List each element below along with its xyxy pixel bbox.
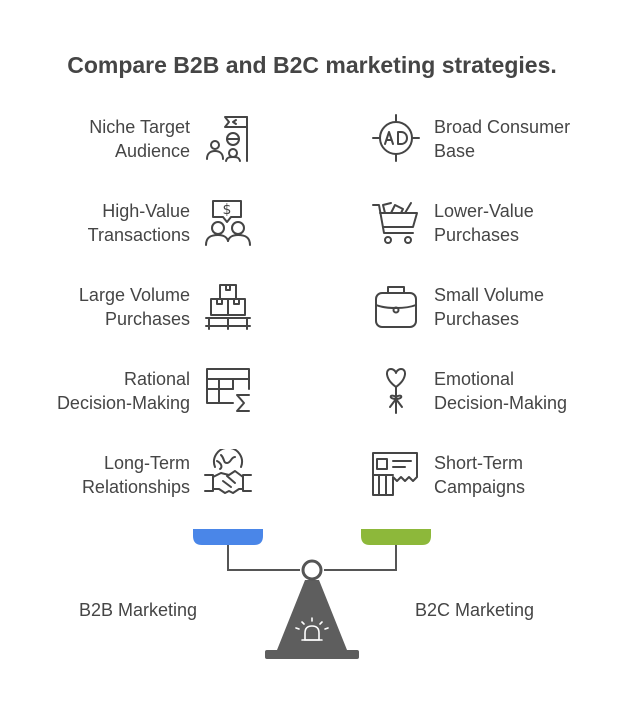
page-title: Compare B2B and B2C marketing strategies…: [67, 52, 557, 78]
b2c-item-lower-value: Lower-Value Purchases: [434, 201, 534, 245]
svg-text:$: $: [223, 202, 232, 218]
heart-balloon-icon: [371, 365, 421, 415]
spreadsheet-sum-icon: [203, 365, 253, 415]
alert-light-icon: [295, 617, 329, 641]
scale-stand: [277, 580, 347, 650]
pallet-boxes-icon: [203, 281, 253, 331]
b2c-item-broad-consumer: Broad Consumer Base: [434, 117, 571, 161]
shopping-cart-icon: [371, 197, 421, 247]
b2c-marketing-label: B2C Marketing: [415, 600, 535, 620]
b2b-item-high-value: High-Value Transactions: [87, 201, 190, 245]
b2b-marketing-label: B2B Marketing: [79, 600, 198, 620]
handbag-icon: [371, 281, 421, 331]
b2c-item-small-volume: Small Volume Purchases: [434, 285, 545, 329]
b2b-item-long-term: Long-Term Relationships: [81, 453, 190, 497]
b2c-scale-pan: [361, 529, 431, 545]
scale-base: [265, 650, 359, 659]
ad-badge-icon: [371, 113, 421, 163]
b2c-item-short-term: Short-Term Campaigns: [434, 453, 526, 497]
b2b-item-niche-target: Niche Target Audience: [89, 117, 190, 161]
receipt-campaign-icon: [371, 449, 421, 499]
b2b-scale-pan: [193, 529, 263, 545]
money-transaction-icon: $: [203, 197, 253, 247]
scale-pivot: [301, 559, 323, 581]
b2b-item-rational: Rational Decision-Making: [56, 369, 190, 413]
b2b-item-large-volume: Large Volume Purchases: [78, 285, 190, 329]
b2c-item-emotional: Emotional Decision-Making: [434, 369, 568, 413]
target-audience-icon: [203, 113, 253, 163]
globe-handshake-icon: [203, 446, 253, 499]
